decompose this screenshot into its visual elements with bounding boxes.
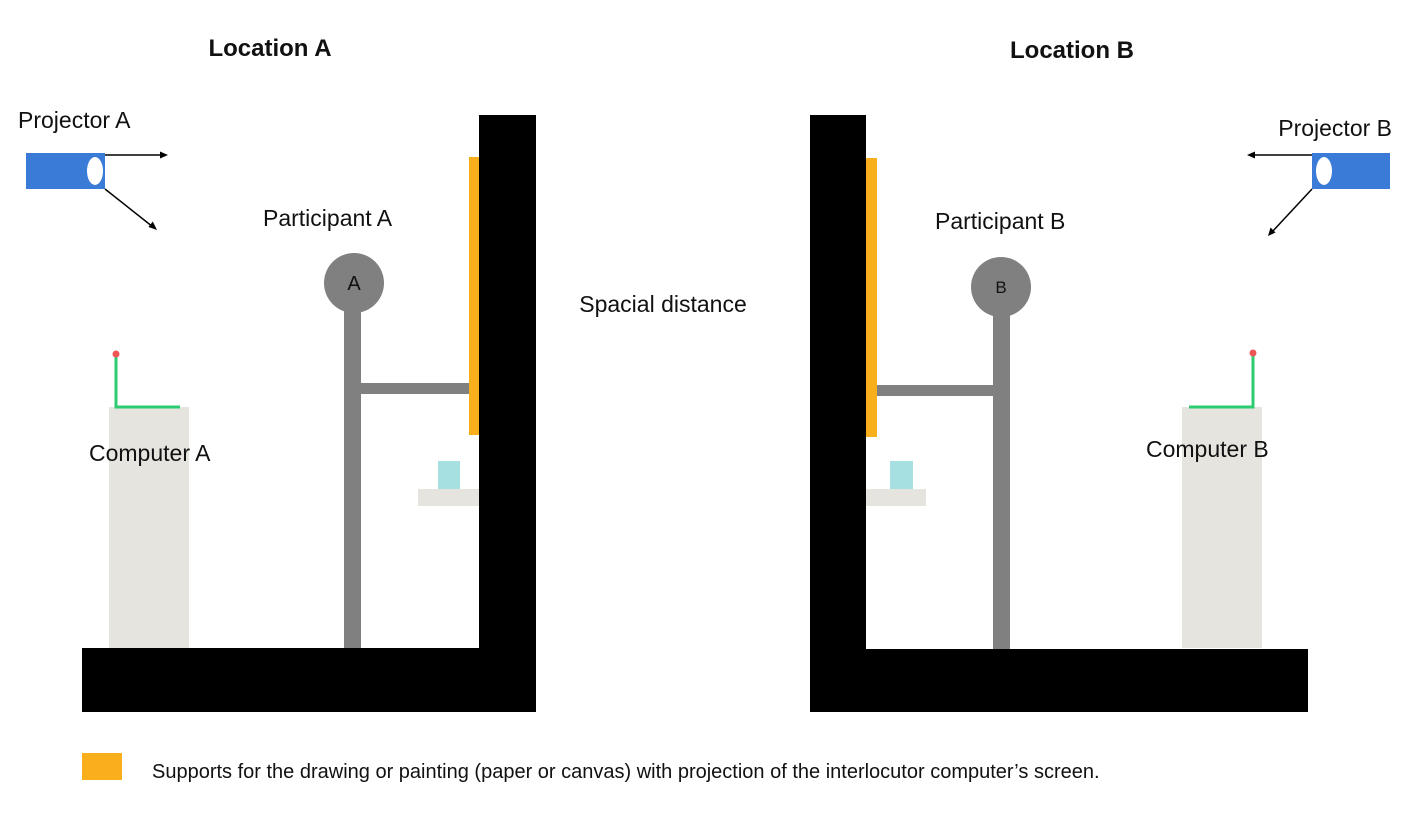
participant-b-initial: B [995,278,1006,297]
computer-b-mouse-stand [1189,352,1255,409]
legend-support-swatch [82,753,122,780]
computer-a: Computer A [89,350,211,648]
cup-a [438,461,460,489]
participant-b: Participant B B [877,208,1065,649]
legend: Supports for the drawing or painting (pa… [82,753,1100,783]
location-b-title: Location B [1010,37,1134,64]
wall-b [810,115,866,712]
projector-b-label: Projector B [1278,115,1392,141]
computer-b-label: Computer B [1146,436,1269,462]
participant-b-arm [877,385,993,396]
participant-a-initial: A [347,273,361,295]
participant-a: Participant A A [263,205,469,648]
projector-b-lens [1316,157,1332,185]
computer-a-mouse-stand [114,354,180,409]
computer-a-label: Computer A [89,440,211,466]
floor-a [82,648,536,712]
projector-a-lens [87,157,103,185]
projector-b: Projector B [1247,115,1392,236]
cup-b [890,461,913,489]
support-a [469,157,479,435]
computer-b: Computer B [1146,349,1269,648]
projector-b-beam-horizontal-arrowhead [1247,151,1255,159]
projector-b-beam-diagonal [1271,188,1313,233]
computer-b-tower [1182,407,1262,648]
computer-b-mouse-dot [1249,349,1257,357]
projector-a: Projector A [18,107,168,230]
projector-a-beam-diagonal-arrowhead [148,221,157,230]
projector-b-beam-diagonal-arrowhead [1268,227,1276,236]
projector-a-beam-diagonal [104,188,154,228]
location-a: Location A Projector A Computer A Partic… [18,35,536,712]
participant-a-head [324,253,384,313]
support-b [866,158,877,437]
participant-a-arm [361,383,469,394]
location-b: Location B Projector B Computer B Partic… [810,37,1392,712]
participant-a-body [344,303,361,648]
participant-a-label: Participant A [263,205,393,231]
participant-b-label: Participant B [935,208,1065,234]
projector-a-beam-horizontal-arrowhead [160,151,168,159]
legend-support-text: Supports for the drawing or painting (pa… [152,761,1100,783]
wall-a [479,115,536,712]
tray-a [418,489,479,506]
tray-b [866,489,926,506]
participant-b-head [971,257,1031,317]
spacial-distance-label: Spacial distance [579,291,747,317]
computer-a-tower [109,407,189,648]
participant-b-body [993,307,1010,649]
computer-a-mouse-dot [112,350,120,358]
floor-b [810,649,1308,712]
projector-a-label: Projector A [18,107,131,133]
location-a-title: Location A [208,35,331,62]
